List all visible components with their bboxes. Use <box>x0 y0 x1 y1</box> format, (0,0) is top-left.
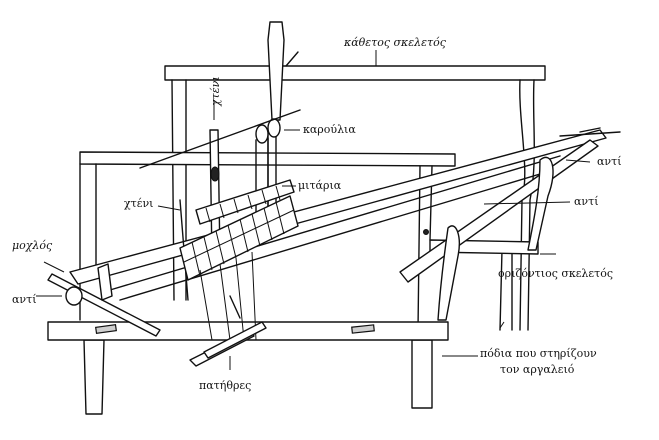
front-right-post <box>411 165 433 409</box>
label-anti-right-mid: αντί <box>574 195 599 208</box>
heddles <box>179 179 299 281</box>
leader-lines <box>36 50 591 370</box>
label-vertical-frame: κάθετος σκελετός <box>344 36 446 49</box>
vertical-pole <box>267 21 299 231</box>
label-anti-left: αντί <box>12 293 37 306</box>
label-heddles: μιτάρια <box>298 179 342 192</box>
lever <box>47 263 161 337</box>
label-feet-line2: τον αργαλειό <box>500 363 575 376</box>
right-curved-supports <box>437 156 554 321</box>
label-comb: χτένι <box>124 197 154 210</box>
label-lever: μοχλός <box>12 239 53 252</box>
back-posts <box>171 79 535 331</box>
label-horizontal-frame: οριζόντιος σκελετός <box>498 267 613 280</box>
label-pulleys: καρούλια <box>303 123 356 136</box>
label-comb-vertical: χτένι <box>209 76 222 106</box>
top-frame-beam <box>164 65 546 81</box>
label-anti-right-top: αντί <box>597 155 622 168</box>
label-feet-line1: πόδια που στηρίζουν <box>480 347 597 360</box>
label-treadles: πατήθρες <box>199 379 252 392</box>
treadles <box>189 251 267 367</box>
